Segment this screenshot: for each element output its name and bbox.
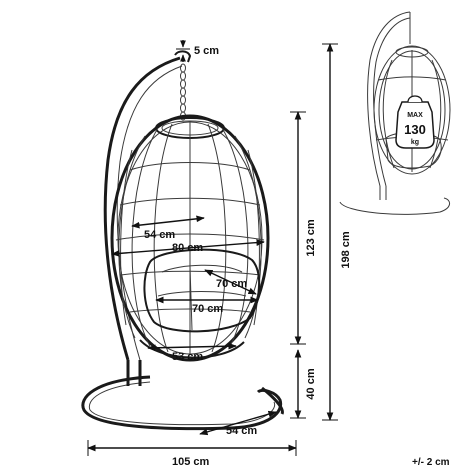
stand-foot <box>261 386 284 415</box>
badge-value-text: 130 <box>404 122 426 137</box>
chain <box>180 63 186 121</box>
badge-unit-text: kg <box>411 139 419 146</box>
max-weight-badge: MAX 130 kg <box>395 95 435 149</box>
label-height-chair: 123 cm <box>305 219 317 257</box>
label-height-base: 40 cm <box>305 368 317 399</box>
hanging-hook <box>174 50 192 63</box>
egg-chair-shell <box>110 114 270 362</box>
preview-chair-drawing <box>339 11 451 215</box>
label-outer-width: 80 cm <box>172 242 203 254</box>
label-overall-width: 105 cm <box>172 456 210 468</box>
label-bottom-width: 53 cm <box>172 351 203 363</box>
main-chair-drawing <box>81 50 284 431</box>
label-inner-width: 54 cm <box>144 229 175 241</box>
badge-max-text: MAX <box>407 112 423 119</box>
dimension-labels: 5 cm 198 cm 123 cm 40 cm 54 cm 80 cm 70 … <box>144 45 450 468</box>
label-base-foot: 54 cm <box>226 425 257 437</box>
label-tolerance: +/- 2 cm <box>412 457 450 468</box>
label-chain: 5 cm <box>194 45 219 57</box>
dimension-lines <box>87 40 338 456</box>
stand-pole <box>103 56 181 386</box>
label-seat-width: 70 cm <box>192 303 223 315</box>
label-height-total: 198 cm <box>340 231 352 269</box>
label-seat-depth: 70 cm <box>216 278 247 290</box>
